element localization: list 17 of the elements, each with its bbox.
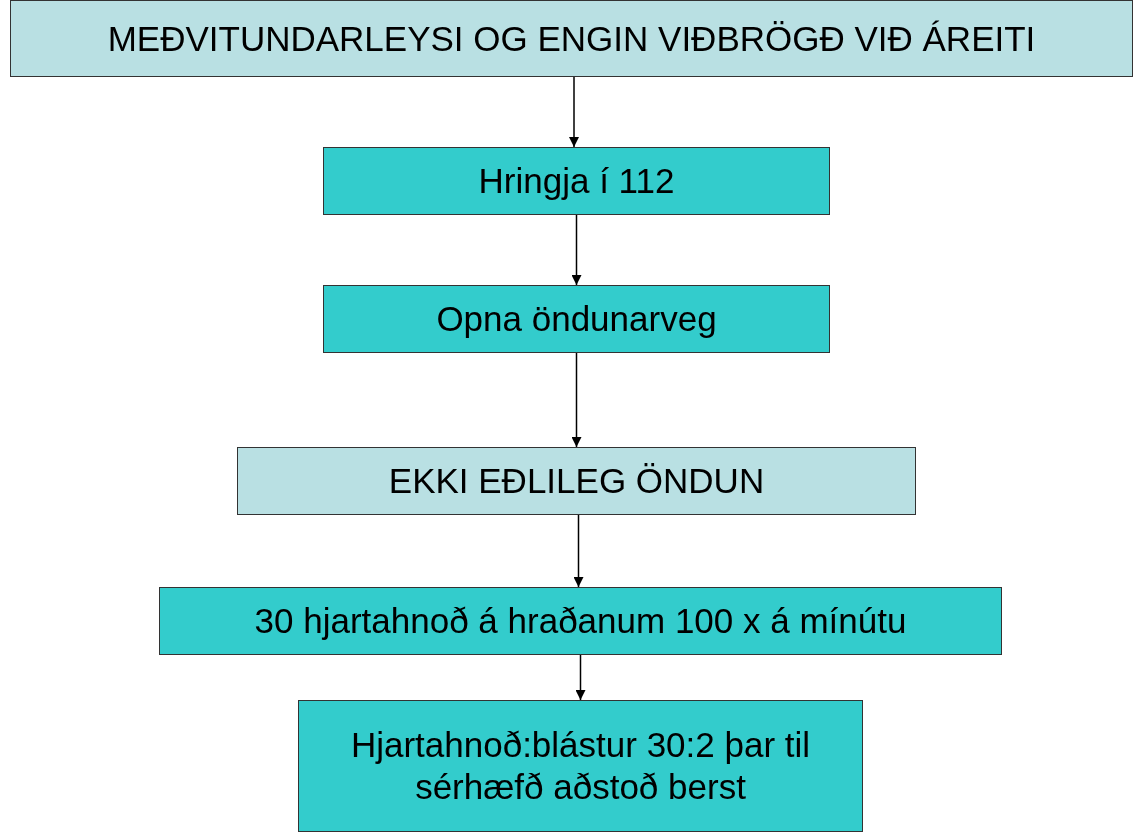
- box-text: Hringja í 112: [478, 160, 675, 202]
- box-text: EKKI EÐLILEG ÖNDUN: [388, 460, 765, 502]
- arrow: [575, 654, 586, 701]
- box-text: Opna öndunarveg: [436, 298, 717, 340]
- process-box: [159, 587, 1002, 655]
- arrow: [571, 214, 582, 286]
- box-text: Hjartahnoð:blástur 30:2 þar til sérhæfð aðstoð berst: [349, 724, 812, 808]
- process-box: [10, 0, 1133, 77]
- process-box: [323, 285, 830, 353]
- arrow: [569, 76, 579, 148]
- process-box: [237, 447, 916, 515]
- process-box: [298, 700, 863, 832]
- box-text: MEÐVITUNDARLEYSI OG ENGIN VIÐBRÖGÐ VIÐ ÁREITI: [107, 17, 1036, 60]
- box-text: 30 hjartahnoð á hraðanum 100 x á mínútu: [254, 600, 907, 642]
- process-box: [323, 147, 830, 215]
- arrow: [573, 514, 584, 588]
- arrow: [571, 352, 582, 448]
